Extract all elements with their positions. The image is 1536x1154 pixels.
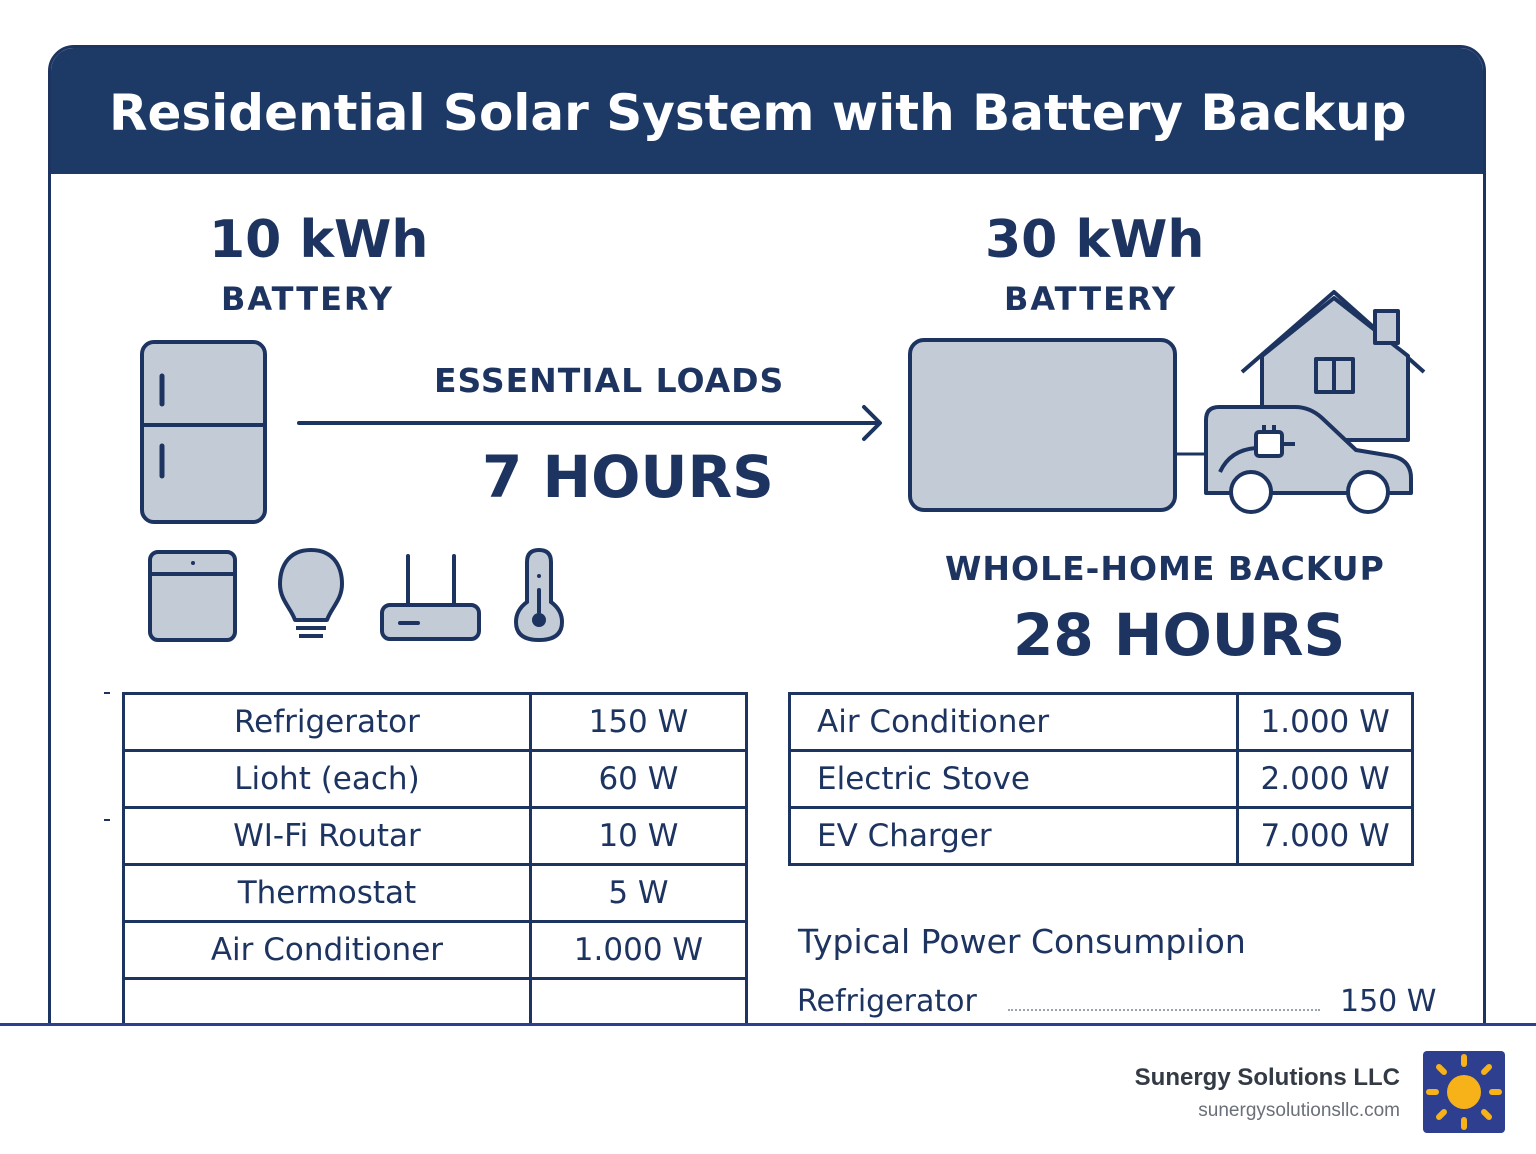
battery-pack-icon [908, 338, 1205, 512]
typical-consumption-heading: Typical Power Consumpıion [798, 922, 1246, 961]
sun-logo-icon [1423, 1051, 1505, 1133]
whole-home-hours: 28 HOURS [1013, 601, 1346, 669]
typical-item-name: Refrigerator [797, 984, 977, 1019]
load-watts: 150 W [528, 692, 749, 752]
right-battery-capacity: 30 kWh [985, 210, 1205, 270]
wifi-router-icon [380, 554, 481, 641]
load-watts: 1.000 W [528, 920, 749, 980]
title-bar: Residential Solar System with Battery Ba… [51, 48, 1483, 174]
page-title: Residential Solar System with Battery Ba… [109, 84, 1407, 142]
load-watts: 2.000 W [1236, 749, 1414, 809]
load-name: Refrigerator [122, 692, 532, 752]
load-watts: 60 W [528, 749, 749, 809]
load-watts: 7.000 W [1236, 806, 1414, 866]
left-battery-capacity: 10 kWh [209, 210, 429, 270]
load-name: Electric Stove [787, 749, 1240, 809]
right-battery-label: BATTERY [1004, 280, 1177, 318]
load-name: Air Conditioner [787, 692, 1240, 752]
company-name: Sunergy Solutions LLC [1134, 1064, 1400, 1091]
load-watts: 5 W [528, 863, 749, 923]
table-row: Lioht (each)60 W [122, 749, 749, 809]
footer-divider [0, 1023, 1536, 1026]
electric-car-icon [1204, 405, 1413, 514]
thermometer-icon [513, 547, 565, 643]
arrow-right-icon [297, 405, 882, 441]
typical-item-watts: 150 W [1340, 984, 1437, 1019]
load-name: WI-Fi Routar [122, 806, 532, 866]
load-name: Thermostat [122, 863, 532, 923]
essential-loads-label: ESSENTIAL LOADS [434, 361, 785, 400]
oven-icon [148, 550, 237, 642]
load-name: EV Charger [787, 806, 1240, 866]
load-watts: 10 W [528, 806, 749, 866]
load-watts: 1.000 W [1236, 692, 1414, 752]
load-name: Lioht (each) [122, 749, 532, 809]
left-battery-label: BATTERY [221, 280, 394, 318]
load-name: Air Conditioner [122, 920, 532, 980]
footer: Sunergy Solutions LLC sunergysolutionsll… [0, 1026, 1536, 1154]
light-bulb-icon [278, 548, 344, 638]
refrigerator-icon [140, 340, 267, 524]
house-icon [1240, 290, 1426, 442]
essential-loads-hours: 7 HOURS [482, 443, 774, 511]
whole-home-label: WHOLE-HOME BACKUP [945, 549, 1385, 588]
company-url[interactable]: sunergysolutionsllc.com [1198, 1100, 1400, 1121]
dotted-leader [1008, 1009, 1320, 1015]
